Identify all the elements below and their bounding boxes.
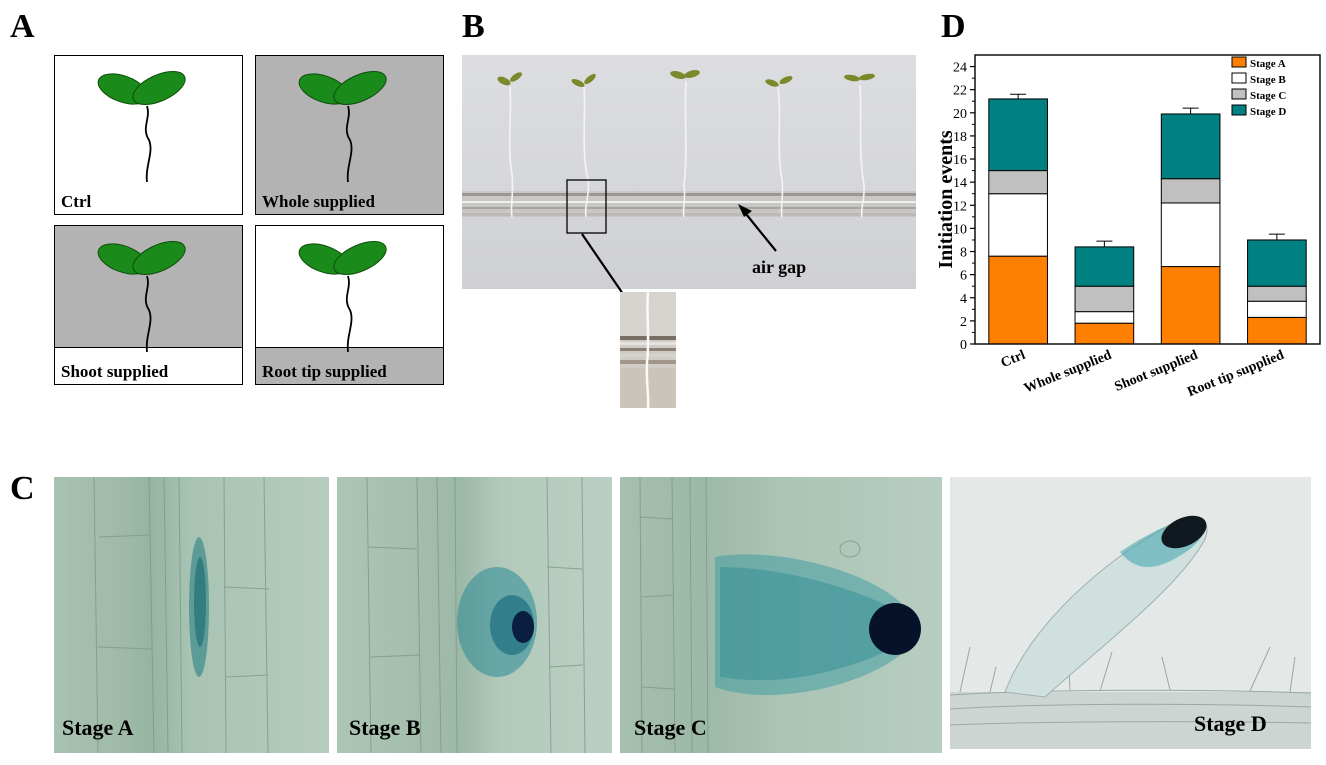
seedling-icon xyxy=(298,71,387,183)
bar-segment xyxy=(1247,285,1307,302)
micrograph-stage-b: Stage B xyxy=(337,477,612,753)
bar-segment xyxy=(1247,239,1307,287)
y-tick-label: 0 xyxy=(960,338,967,353)
y-tick-label: 24 xyxy=(953,61,967,76)
schematic-ctrl: Ctrl xyxy=(54,55,243,215)
y-tick-label: 14 xyxy=(953,176,967,191)
stage-label: Stage A xyxy=(62,715,134,740)
bar-segment xyxy=(1160,113,1221,180)
error-bar xyxy=(1010,93,1027,99)
bar-segment xyxy=(988,170,1048,195)
y-tick-label: 16 xyxy=(953,153,967,168)
bar-segment xyxy=(988,98,1048,172)
panel-letter-a: A xyxy=(10,8,35,45)
plot-frame xyxy=(974,54,1321,345)
legend-label: Stage C xyxy=(1250,90,1286,102)
panel-letter-d: D xyxy=(941,8,966,45)
panel-letter-b: B xyxy=(462,8,485,45)
air-gap-label: air gap xyxy=(752,257,807,277)
y-tick-label: 4 xyxy=(960,292,967,307)
schematic-root-tip-supplied: Root tip supplied xyxy=(255,225,444,385)
error-bar xyxy=(1268,233,1285,240)
box-label: Root tip supplied xyxy=(262,362,387,381)
bar-segment xyxy=(1160,202,1221,268)
y-tick-label: 6 xyxy=(960,269,967,284)
schematic-whole-supplied: Whole supplied xyxy=(255,55,444,215)
legend-swatch xyxy=(1231,72,1247,84)
stage-label: Stage B xyxy=(349,715,421,740)
panel-letter-c: C xyxy=(10,470,35,507)
bar-segment xyxy=(1247,300,1307,318)
bar-segment xyxy=(1074,285,1135,313)
y-tick-label: 18 xyxy=(953,130,967,145)
stage-label: Stage D xyxy=(1194,711,1267,736)
bar-segment xyxy=(988,193,1048,257)
box-label: Ctrl xyxy=(61,192,92,211)
legend-swatch xyxy=(1231,88,1247,100)
bar-segment xyxy=(1247,316,1307,345)
legend-swatch xyxy=(1231,104,1247,116)
y-tick-label: 20 xyxy=(953,107,967,122)
seedling-plate-photo: air gap xyxy=(462,55,916,289)
seedling-icon xyxy=(298,241,387,353)
legend-label: Stage A xyxy=(1250,58,1286,70)
y-tick-label: 2 xyxy=(960,315,967,330)
y-axis-label: Initiation events xyxy=(935,130,957,269)
box-label: Shoot supplied xyxy=(61,362,169,381)
legend-label: Stage D xyxy=(1250,106,1286,118)
error-bar xyxy=(1096,240,1113,247)
x-tick-label: Ctrl xyxy=(999,348,1028,371)
bar-segment xyxy=(1160,266,1221,345)
stage-label: Stage C xyxy=(634,715,707,740)
y-tick-label: 22 xyxy=(953,84,967,99)
seedling-icon xyxy=(97,71,186,183)
y-tick-label: 10 xyxy=(953,222,967,237)
y-tick-label: 8 xyxy=(960,246,967,261)
x-tick-label: Whole supplied xyxy=(1022,348,1114,397)
bar-segment xyxy=(988,255,1048,345)
schematic-shoot-supplied: Shoot supplied xyxy=(54,225,243,385)
legend-label: Stage B xyxy=(1250,74,1286,86)
micrograph-stage-d: Stage D xyxy=(950,477,1311,749)
bar-segment xyxy=(1074,311,1135,324)
zoom-inset-photo xyxy=(620,292,676,408)
seedling-icon xyxy=(97,241,186,353)
error-bar xyxy=(1182,107,1199,114)
legend-swatch xyxy=(1231,56,1247,68)
bar-segment xyxy=(1074,246,1135,287)
bar-segment xyxy=(1160,178,1221,204)
x-tick-label: Root tip supplied xyxy=(1186,348,1287,400)
micrograph-stage-a: Stage A xyxy=(54,477,329,753)
micrograph-stage-c: Stage C xyxy=(620,477,942,753)
y-tick-label: 12 xyxy=(953,199,967,214)
box-label: Whole supplied xyxy=(262,192,375,211)
bar-segment xyxy=(1074,322,1135,345)
